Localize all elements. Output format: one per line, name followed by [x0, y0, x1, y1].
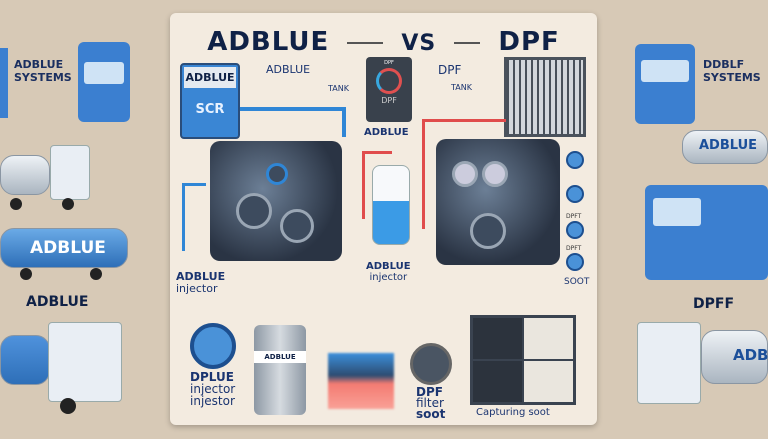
- adblue-pipe: [182, 183, 206, 186]
- side-label: DPFT: [566, 213, 582, 220]
- text: injector: [369, 272, 408, 283]
- text: injector: [190, 382, 236, 396]
- container-label: ADBLUE: [254, 351, 306, 363]
- title-adblue: ADBLUE: [207, 27, 330, 57]
- adblue-center-label: ADBLUE: [364, 127, 409, 138]
- left-systems-label: ADBLUE SYSTEMS: [14, 58, 72, 84]
- wheel: [10, 198, 22, 210]
- dpf-pipe: [362, 151, 365, 219]
- wheel: [90, 268, 102, 280]
- fan-icon: [190, 323, 236, 369]
- truck-cab: [637, 322, 701, 404]
- title-dpf: DPF: [498, 27, 560, 57]
- dpf-engine-illustration: [436, 139, 560, 265]
- title-vs: VS: [401, 31, 437, 56]
- wheel: [20, 268, 32, 280]
- gear: [482, 161, 508, 187]
- left-tanker-label: ADBLUE: [30, 238, 106, 258]
- adblue-tank-label: ADBLUE: [266, 63, 311, 76]
- capturing-soot-label: Capturing soot: [476, 407, 550, 418]
- truck-windshield: [641, 60, 689, 82]
- adblue-pipe: [182, 183, 185, 251]
- text: filter: [416, 396, 444, 410]
- tanker-truck-icon: [682, 130, 768, 164]
- gear: [452, 161, 478, 187]
- text: injector: [176, 282, 218, 295]
- tank-right-label: TANK: [451, 83, 472, 92]
- truck-icon: [0, 48, 8, 118]
- side-label: DPFT: [566, 245, 582, 252]
- tanker-truck-icon: [0, 335, 50, 385]
- gear: [470, 213, 506, 249]
- gauge-label: DPF: [381, 96, 397, 105]
- dpf-filter-icon: [504, 57, 586, 137]
- left-side: ADBLUE SYSTEMS ADBLUE ADBLUE: [0, 0, 170, 439]
- truck-cab: [50, 145, 90, 200]
- truck-windshield: [84, 62, 124, 84]
- text: soot: [416, 407, 446, 421]
- scr-top-label: ADBLUE: [184, 67, 236, 88]
- tank-left-label: TANK: [328, 84, 349, 93]
- text: ADBLUE: [366, 261, 411, 272]
- adblue-bottle-icon: [372, 165, 410, 245]
- dpf-pipe: [422, 119, 425, 229]
- soot-label: SOOT: [564, 277, 590, 287]
- text: DPLUE: [190, 370, 234, 384]
- status-icon: [566, 151, 584, 169]
- right-side: DDBLF SYSTEMS ADBLUE DPFF ADBL: [597, 0, 768, 439]
- status-icon: [566, 253, 584, 271]
- bottom-left-text: DPLUE injector injestor: [190, 371, 235, 407]
- adblue-pipe: [342, 107, 346, 137]
- status-icon: [566, 185, 584, 203]
- status-icon: [566, 221, 584, 239]
- gauge-top-label: DPF: [384, 60, 394, 66]
- right-tanker-label: ADBLUE: [699, 138, 758, 153]
- filter-comparison-grid: [470, 315, 576, 405]
- truck-icon: [635, 44, 695, 124]
- injector-left-label: ADBLUE injector: [176, 271, 225, 295]
- scr-unit: ADBLUE SCR: [180, 63, 240, 139]
- clean-cell: [524, 318, 573, 359]
- truck-windshield: [653, 198, 701, 226]
- gear: [236, 193, 272, 229]
- soot-sample-illustration: [328, 353, 394, 409]
- right-caption: DPFF: [693, 296, 735, 312]
- gauge-dial-icon: [376, 68, 402, 94]
- adblue-container-icon: ADBLUE: [254, 325, 306, 415]
- tanker-truck-icon: [0, 155, 50, 195]
- text: DPF: [416, 385, 443, 399]
- soot-cell: [473, 361, 522, 402]
- gear: [280, 209, 314, 243]
- comparison-panel: ADBLUE VS DPF ADBLUE SCR ADBLUE TANK DPF…: [170, 13, 597, 425]
- pressure-gauge-icon: [410, 343, 452, 385]
- injector-center-label: ADBLUE injector: [366, 261, 411, 283]
- text: ADBLUE: [176, 270, 226, 283]
- dpf-pipe: [362, 151, 392, 154]
- soot-cell: [473, 318, 522, 359]
- dpf-pipe: [422, 119, 506, 122]
- page-title: ADBLUE VS DPF: [170, 27, 597, 57]
- right-systems-label: DDBLF SYSTEMS: [703, 58, 761, 84]
- right-bottom-tanker-label: ADBL: [733, 346, 768, 364]
- adblue-pipe: [240, 107, 344, 111]
- tanker-truck-icon: [0, 228, 128, 268]
- wheel: [62, 198, 74, 210]
- scr-bottom-label: SCR: [195, 102, 225, 117]
- dpf-gauge-display: DPF DPF: [366, 57, 412, 122]
- dpf-filter-soot-text: DPF filter soot: [416, 385, 446, 421]
- clean-cell: [524, 361, 573, 402]
- left-caption: ADBLUE: [26, 294, 89, 310]
- wheel: [60, 398, 76, 414]
- gear: [266, 163, 288, 185]
- text: injestor: [190, 394, 235, 408]
- adblue-engine-illustration: [210, 141, 342, 261]
- truck-cab: [48, 322, 122, 402]
- dpf-tank-label: DPF: [438, 63, 462, 77]
